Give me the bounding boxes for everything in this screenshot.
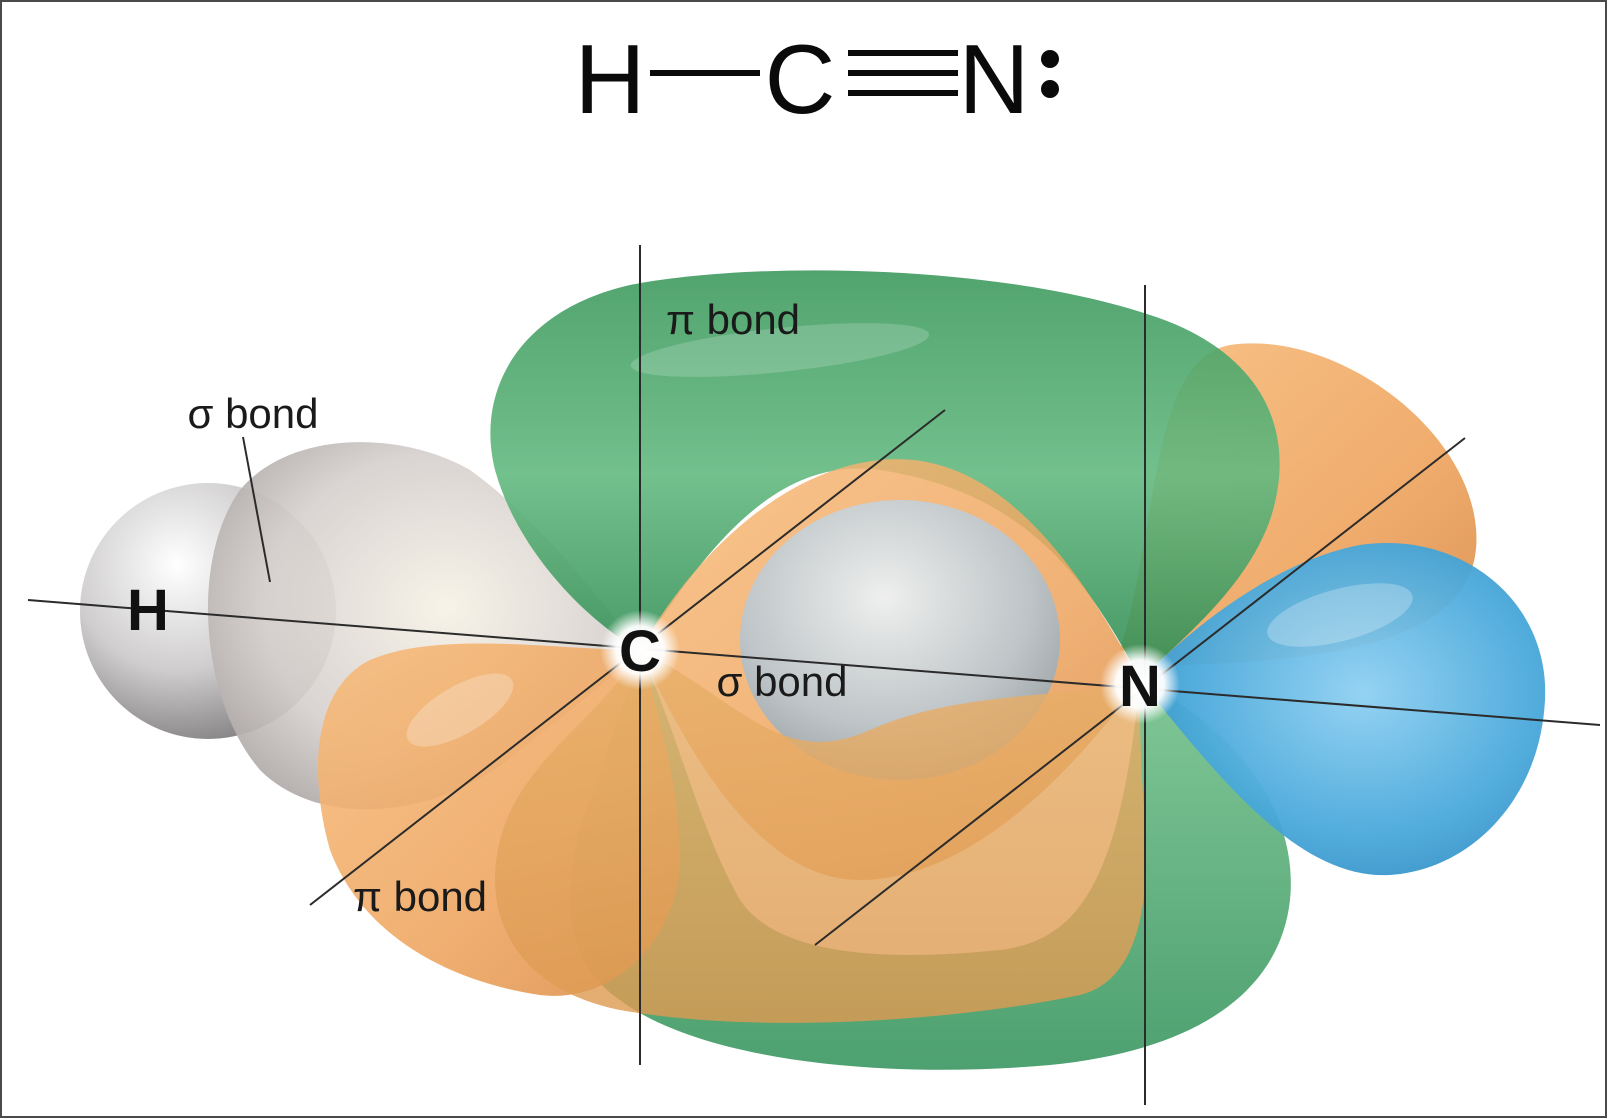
sigma-bond-cn-label: σ bond bbox=[716, 658, 847, 705]
nitrogen-lone-pair-lobe bbox=[1140, 542, 1546, 876]
atom-markers: H C N bbox=[127, 578, 1180, 724]
structural-formula: H C N bbox=[575, 24, 1059, 134]
orbital-lobes bbox=[80, 270, 1546, 1070]
formula-lone-pair bbox=[1041, 50, 1059, 98]
formula-atom-n: N bbox=[959, 24, 1030, 134]
pi-bond-top-label: π bond bbox=[666, 296, 800, 343]
bond-labels: σ bond π bond σ bond π bond bbox=[187, 296, 847, 920]
hydrogen-atom-label: H bbox=[127, 578, 169, 643]
axis-lines bbox=[27, 245, 1601, 1105]
pi-bond-bottom-label: π bond bbox=[353, 873, 487, 920]
sigma-ch-leader-line bbox=[242, 436, 271, 583]
molecular-axis bbox=[27, 599, 1601, 726]
carbon-atom-label: C bbox=[619, 619, 661, 684]
formula-triple-bond bbox=[848, 50, 958, 96]
lobe-highlight bbox=[1267, 583, 1413, 647]
nitrogen-halo bbox=[1100, 644, 1180, 724]
lobe-highlight bbox=[630, 323, 930, 377]
pi-orbital-orange-bottom-front bbox=[495, 650, 1147, 1023]
formula-atom-h: H bbox=[575, 24, 646, 134]
nitrogen-atom-label: N bbox=[1119, 654, 1161, 719]
sigma-bond-ch-label: σ bond bbox=[187, 390, 318, 437]
pi-orbital-green-top bbox=[490, 270, 1280, 680]
formula-atom-c: C bbox=[765, 24, 836, 134]
lobe-highlight bbox=[406, 673, 514, 747]
carbon-halo bbox=[600, 610, 680, 690]
